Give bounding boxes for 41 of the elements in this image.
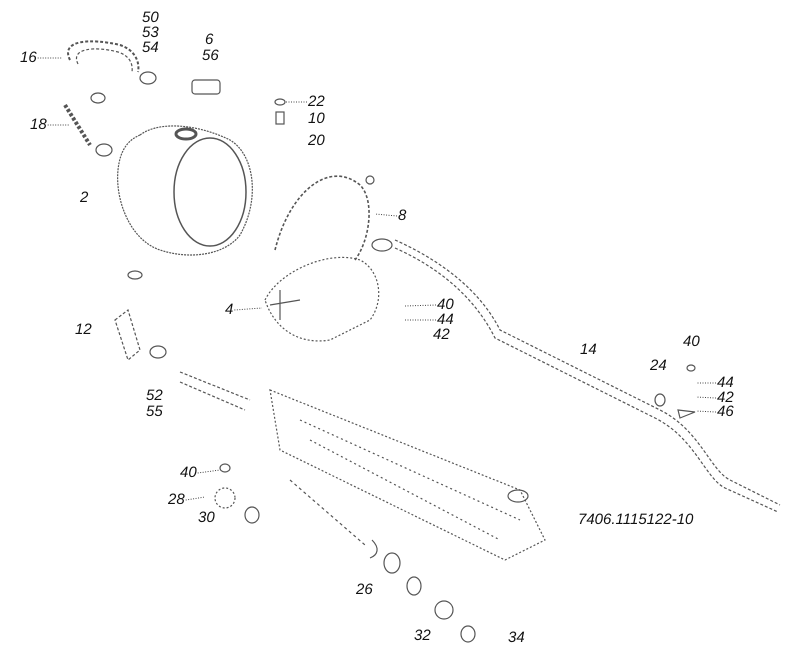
- callout-number: 14: [580, 342, 597, 358]
- leader-line: [374, 214, 398, 216]
- callout-number: 55: [146, 404, 163, 420]
- callout-number: 8: [398, 208, 406, 224]
- callout-number: 20: [308, 133, 325, 149]
- callout-number: 52: [146, 388, 163, 404]
- callout-number: 40: [437, 297, 454, 313]
- callout-number: 40: [180, 465, 197, 481]
- callout-number: 50: [142, 10, 159, 26]
- callout-number: 46: [717, 404, 734, 420]
- callout-number: 53: [142, 25, 159, 41]
- leader-line: [696, 382, 716, 384]
- leader-line: [696, 410, 716, 412]
- callout-number: 28: [168, 492, 185, 508]
- callout-number: 10: [308, 111, 325, 127]
- callout-number: 42: [717, 390, 734, 406]
- callout-number: 22: [308, 94, 325, 110]
- callout-number: 4: [225, 302, 234, 318]
- callout-number: 44: [717, 375, 734, 391]
- callout-number: 18: [30, 117, 47, 133]
- leader-line: [404, 304, 436, 306]
- callout-number: 16: [20, 50, 37, 66]
- leader-line: [234, 308, 262, 310]
- leader-line: [197, 470, 220, 474]
- callout-number: 24: [650, 358, 667, 374]
- callout-number: 6: [205, 32, 214, 48]
- callout-number: 44: [437, 312, 454, 328]
- callout-number: 26: [356, 582, 373, 598]
- leader-line: [185, 496, 206, 500]
- callout-number: 2: [80, 190, 88, 206]
- leader-line: [696, 396, 716, 398]
- callout-number: 12: [75, 322, 92, 338]
- callout-number: 42: [433, 327, 450, 343]
- callout-number: 56: [202, 48, 219, 64]
- callout-number: 40: [683, 334, 700, 350]
- part-number: 7406.1115122-10: [578, 512, 694, 528]
- callout-number: 30: [198, 510, 215, 526]
- callout-number: 54: [142, 40, 159, 56]
- callout-number: 32: [414, 628, 431, 644]
- leader-line: [47, 124, 70, 126]
- callout-number: 34: [508, 630, 525, 646]
